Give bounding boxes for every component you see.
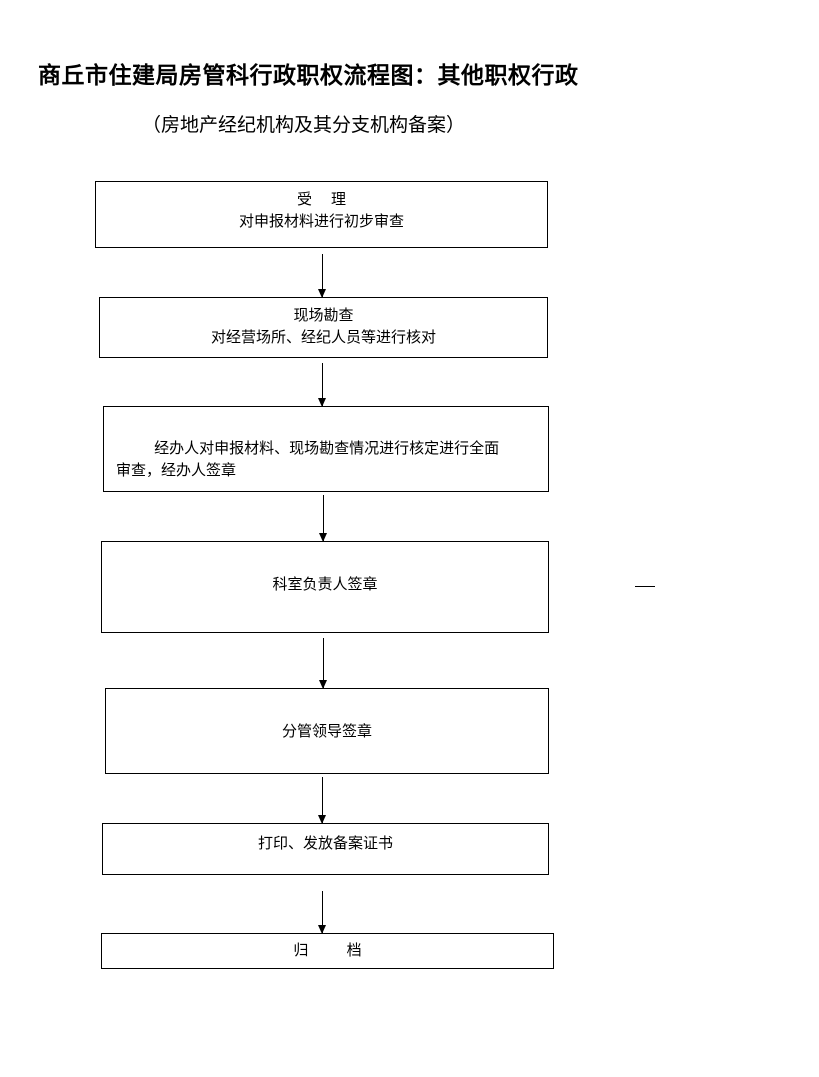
step-accept-box: 受 理 对申报材料进行初步审查: [95, 181, 548, 248]
step-section-chief-sign-box: 科室负责人签章: [101, 541, 549, 633]
step-issue-certificate-box: 打印、发放备案证书: [102, 823, 549, 875]
step-issue-certificate-label: 打印、发放备案证书: [257, 834, 393, 852]
step-leader-sign-box: 分管领导签章: [105, 688, 549, 774]
step-section-chief-sign-label: 科室负责人签章: [272, 575, 378, 593]
step-accept-title: 受 理: [296, 190, 347, 208]
arrow-6: [318, 891, 326, 934]
arrow-4: [319, 638, 327, 689]
page-subtitle: （房地产经纪机构及其分支机构备案）: [142, 114, 466, 136]
arrow-1: [318, 254, 326, 298]
page-title: 商丘市住建局房管科行政职权流程图：其他职权行政: [38, 62, 579, 89]
arrow-3: [319, 495, 327, 542]
step-site-inspection-title: 现场勘查: [293, 306, 354, 324]
step-handler-review-box: 经办人对申报材料、现场勘查情况进行核定进行全面 审查，经办人签章: [103, 406, 549, 492]
step-archive-label: 归 档: [293, 941, 362, 959]
arrow-2: [318, 363, 326, 407]
stray-dash-mark: [635, 586, 655, 587]
step-site-inspection-box: 现场勘查 对经营场所、经纪人员等进行核对: [99, 297, 548, 358]
step-site-inspection-desc: 对经营场所、经纪人员等进行核对: [210, 328, 436, 346]
step-leader-sign-label: 分管领导签章: [281, 722, 372, 740]
step-accept-desc: 对申报材料进行初步审查: [238, 212, 404, 230]
arrow-5: [318, 777, 326, 824]
step-archive-box: 归 档: [101, 933, 554, 969]
step-handler-review-line-2: 审查，经办人签章: [116, 461, 237, 479]
step-handler-review-line-1: 经办人对申报材料、现场勘查情况进行核定进行全面: [116, 439, 500, 457]
